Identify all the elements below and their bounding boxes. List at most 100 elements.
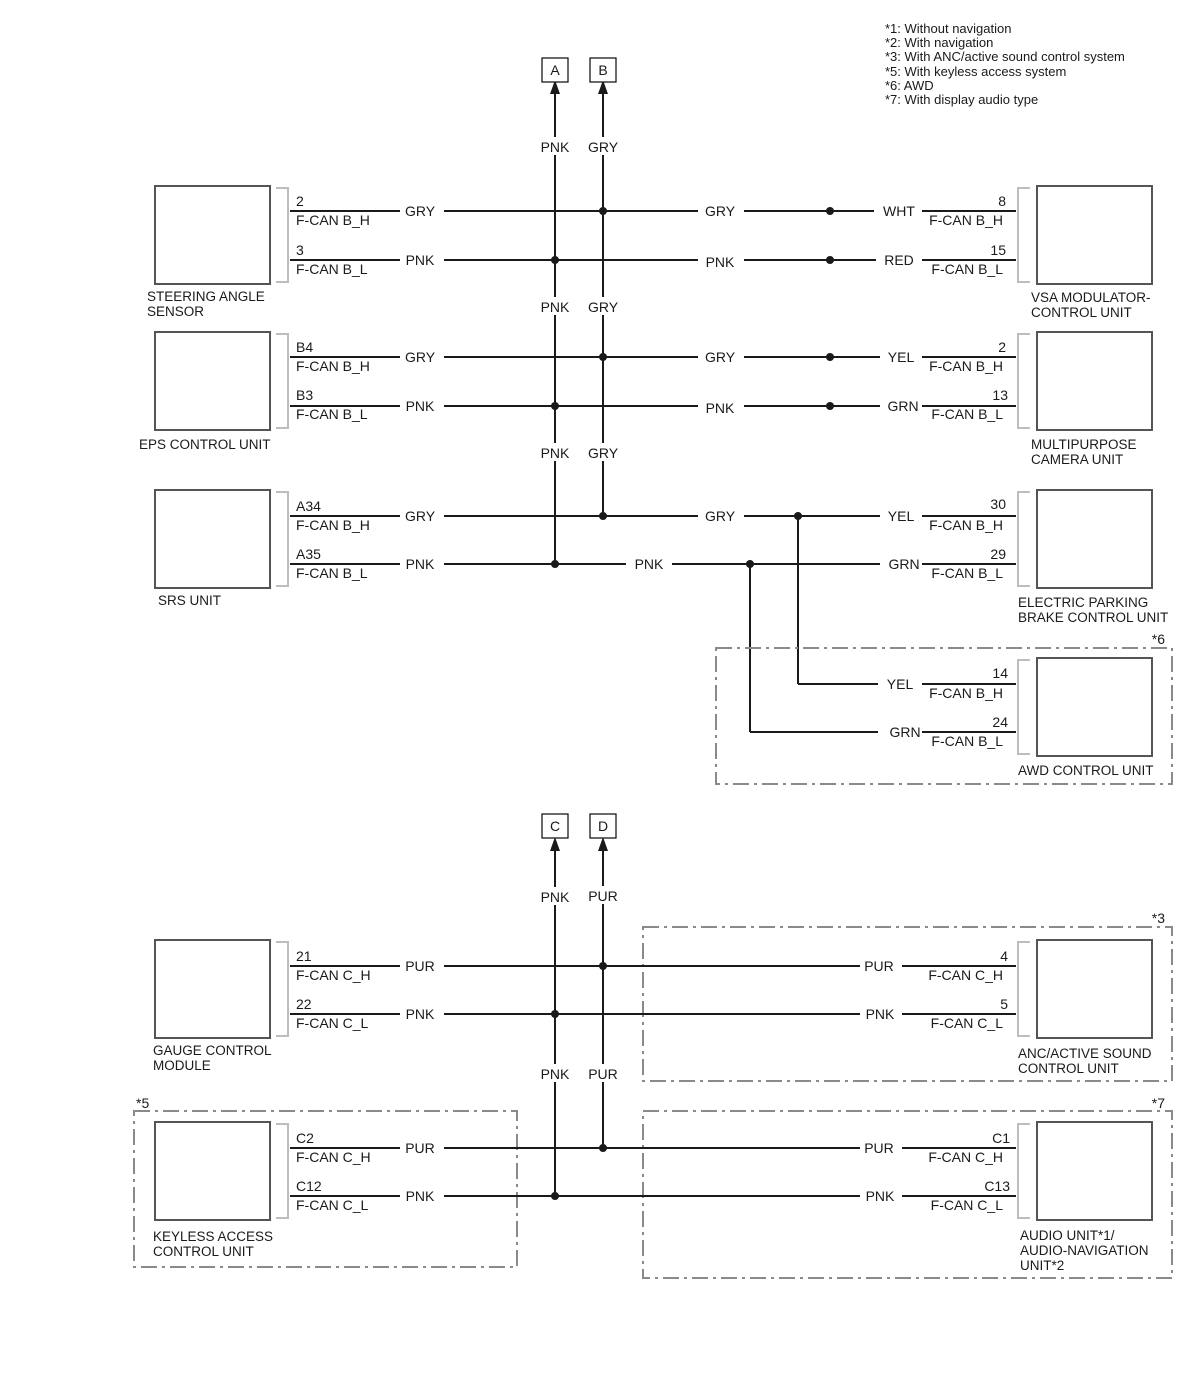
vsa-modulator-control-unit[interactable]: VSA MODULATOR- CONTROL UNIT	[1017, 185, 1153, 320]
pin-h: 2	[998, 339, 1006, 355]
signal-l: F-CAN C_L	[931, 1197, 1004, 1213]
keyless-access-control-unit[interactable]: KEYLESS ACCESS CONTROL UNIT	[153, 1121, 289, 1259]
bus-d-color-2: PUR	[588, 1066, 618, 1082]
signal-h: F-CAN B_H	[929, 517, 1003, 533]
gauge-wiring: 21 F-CAN C_H 22 F-CAN C_L PUR PNK	[290, 948, 860, 1031]
bus-color-l: PNK	[635, 556, 664, 572]
electric-parking-brake-control-unit[interactable]: ELECTRIC PARKING BRAKE CONTROL UNIT	[1017, 489, 1168, 625]
epb-wiring: YEL GRN 30 F-CAN B_H 29 F-CAN B_L	[888, 496, 1016, 581]
connector-b[interactable]: B	[589, 57, 617, 83]
connector-a-label: A	[550, 62, 560, 78]
srs-unit[interactable]: SRS UNIT	[154, 489, 289, 608]
signal-l: F-CAN C_L	[296, 1197, 369, 1213]
pin-h: 2	[296, 193, 304, 209]
pin-l: 13	[992, 387, 1008, 403]
unit-name-line-1: STEERING ANGLE	[147, 289, 265, 304]
awd-option-frame: *6	[715, 631, 1173, 785]
keyless-option-frame: *5	[133, 1095, 518, 1268]
signal-l: F-CAN B_L	[931, 733, 1003, 749]
pin-l: 29	[990, 546, 1006, 562]
unit-name-line-1: ELECTRIC PARKING	[1018, 595, 1148, 610]
connector-d[interactable]: D	[589, 813, 617, 839]
signal-l: F-CAN B_L	[931, 261, 1003, 277]
signal-h: F-CAN C_H	[296, 1149, 371, 1165]
option-mark: *3	[1152, 910, 1165, 926]
srs-wiring: A34 F-CAN B_H A35 F-CAN B_L GRY PNK GRY …	[290, 498, 880, 732]
eps-wiring: B4 F-CAN B_H B3 F-CAN B_L GRY PNK GRY PN…	[290, 339, 880, 422]
signal-h: F-CAN B_H	[929, 212, 1003, 228]
signal-h: F-CAN C_H	[928, 967, 1003, 983]
anc-active-sound-control-unit[interactable]: ANC/ACTIVE SOUND CONTROL UNIT	[1017, 939, 1153, 1076]
wire-color-h: PUR	[405, 1140, 435, 1156]
unit-name-line-2: BRAKE CONTROL UNIT	[1018, 610, 1168, 625]
pin-h: C2	[296, 1130, 314, 1146]
arrow-d-icon	[598, 837, 608, 851]
signal-h: F-CAN B_H	[296, 358, 370, 374]
wire-color-l: GRN	[887, 398, 918, 414]
note-6: *6: AWD	[885, 78, 934, 93]
option-mark: *6	[1152, 631, 1165, 647]
bus-color-l: PNK	[706, 254, 735, 270]
arrow-a-icon	[550, 80, 560, 94]
vsa-wiring: WHT RED 8 F-CAN B_H 15 F-CAN B_L	[883, 193, 1016, 277]
steering-angle-sensor[interactable]: STEERING ANGLE SENSOR	[147, 185, 289, 319]
camera-wiring: YEL GRN 2 F-CAN B_H 13 F-CAN B_L	[887, 339, 1016, 422]
pin-h: 21	[296, 948, 312, 964]
pin-h: A34	[296, 498, 321, 514]
wire-color-l: GRN	[888, 556, 919, 572]
unit-name-line-1: AWD CONTROL UNIT	[1018, 763, 1154, 778]
unit-name-line-2: CONTROL UNIT	[153, 1244, 254, 1259]
wire-color-h: GRY	[405, 203, 436, 219]
signal-l: F-CAN B_L	[931, 565, 1003, 581]
connector-c[interactable]: C	[541, 813, 569, 839]
awd-wiring: YEL GRN 14 F-CAN B_H 24 F-CAN B_L	[750, 665, 1016, 749]
c-can-bus: C D PNK PUR PNK PUR	[537, 813, 621, 1196]
wire-color-l: RED	[884, 252, 914, 268]
connector-a[interactable]: A	[541, 57, 569, 83]
eps-control-unit[interactable]: EPS CONTROL UNIT	[139, 331, 289, 452]
pin-l: 5	[1000, 996, 1008, 1012]
unit-name-line-1: SRS UNIT	[158, 593, 221, 608]
unit-name-line-1: VSA MODULATOR-	[1031, 290, 1151, 305]
bus-b-color-1: GRY	[588, 139, 619, 155]
pin-h: 4	[1000, 948, 1008, 964]
unit-name-line-2: CONTROL UNIT	[1031, 305, 1132, 320]
note-2: *2: With navigation	[885, 35, 993, 50]
signal-h: F-CAN C_H	[928, 1149, 1003, 1165]
unit-name-line-1: EPS CONTROL UNIT	[139, 437, 271, 452]
unit-name-line-2: SENSOR	[147, 304, 204, 319]
awd-control-unit[interactable]: AWD CONTROL UNIT	[1017, 657, 1154, 778]
signal-l: F-CAN B_L	[931, 406, 1003, 422]
wire-color-h: PUR	[864, 1140, 894, 1156]
note-1: *1: Without navigation	[885, 21, 1011, 36]
unit-name-line-2: CONTROL UNIT	[1018, 1061, 1119, 1076]
gauge-control-module[interactable]: GAUGE CONTROL MODULE	[153, 939, 289, 1073]
multipurpose-camera-unit[interactable]: MULTIPURPOSE CAMERA UNIT	[1017, 331, 1153, 467]
wire-color-h: YEL	[887, 676, 914, 692]
connector-d-label: D	[598, 818, 608, 834]
anc-wiring: PUR PNK 4 F-CAN C_H 5 F-CAN C_L	[864, 948, 1016, 1031]
bus-c-color-1: PNK	[541, 889, 570, 905]
unit-name-line-1: KEYLESS ACCESS	[153, 1229, 273, 1244]
wire-color-l: PNK	[406, 556, 435, 572]
pin-l: A35	[296, 546, 321, 562]
unit-name-line-1: AUDIO UNIT*1/	[1020, 1228, 1115, 1243]
audio-unit[interactable]: AUDIO UNIT*1/ AUDIO-NAVIGATION UNIT*2	[1017, 1121, 1153, 1273]
pin-h: 30	[990, 496, 1006, 512]
arrow-b-icon	[598, 80, 608, 94]
signal-h: F-CAN B_H	[296, 212, 370, 228]
bus-b-color-2: GRY	[588, 299, 619, 315]
wire-color-l: PNK	[406, 1006, 435, 1022]
bus-b-color-3: GRY	[588, 445, 619, 461]
bus-d-color-1: PUR	[588, 888, 618, 904]
unit-name-line-2: AUDIO-NAVIGATION	[1020, 1243, 1149, 1258]
pin-l: 24	[992, 714, 1008, 730]
connector-c-label: C	[550, 818, 560, 834]
signal-h: F-CAN B_H	[929, 358, 1003, 374]
wire-color-h: YEL	[888, 349, 915, 365]
wire-color-l: PNK	[866, 1188, 895, 1204]
unit-name-line-2: MODULE	[153, 1058, 211, 1073]
signal-l: F-CAN C_L	[931, 1015, 1004, 1031]
pin-l: C12	[296, 1178, 322, 1194]
wire-color-l: PNK	[406, 398, 435, 414]
